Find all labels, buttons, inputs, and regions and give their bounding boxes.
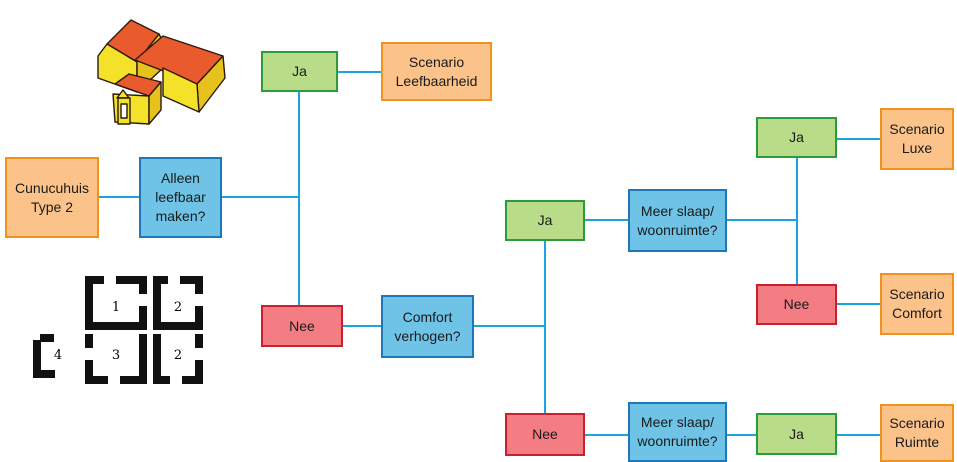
answer-nee-comfort: Nee: [505, 413, 585, 456]
scenario-ruimte: Scenario Ruimte: [880, 404, 954, 462]
question-meer-ruimte-1: Meer slaap/ woonruimte?: [628, 189, 727, 252]
room-label-3: 3: [112, 348, 120, 363]
question-meer-ruimte-2: Meer slaap/ woonruimte?: [628, 402, 727, 462]
room-label-4: 4: [54, 348, 62, 363]
scenario-leefbaarheid: Scenario Leefbaarheid: [381, 42, 492, 101]
room-label-2a: 2: [174, 300, 182, 315]
answer-nee-ruimte-1: Nee: [756, 284, 837, 325]
answer-ja-ruimte-2: Ja: [756, 413, 837, 455]
room-label-2b: 2: [174, 348, 182, 363]
house-illustration: [97, 19, 226, 125]
start-node-cunucuhuis: Cunucuhuis Type 2: [5, 157, 99, 238]
answer-ja-comfort: Ja: [505, 200, 585, 241]
answer-ja-ruimte-1: Ja: [756, 117, 837, 158]
room-label-1: 1: [112, 300, 120, 315]
scenario-luxe: Scenario Luxe: [880, 108, 954, 170]
answer-nee-leefbaar: Nee: [261, 305, 343, 347]
answer-ja-leefbaar: Ja: [261, 51, 338, 92]
scenario-comfort: Scenario Comfort: [880, 273, 954, 335]
floor-plan: 1 2 3 2 4: [33, 276, 203, 384]
question-comfort-verhogen: Comfort verhogen?: [381, 295, 474, 358]
question-alleen-leefbaar: Alleen leefbaar maken?: [139, 157, 222, 238]
